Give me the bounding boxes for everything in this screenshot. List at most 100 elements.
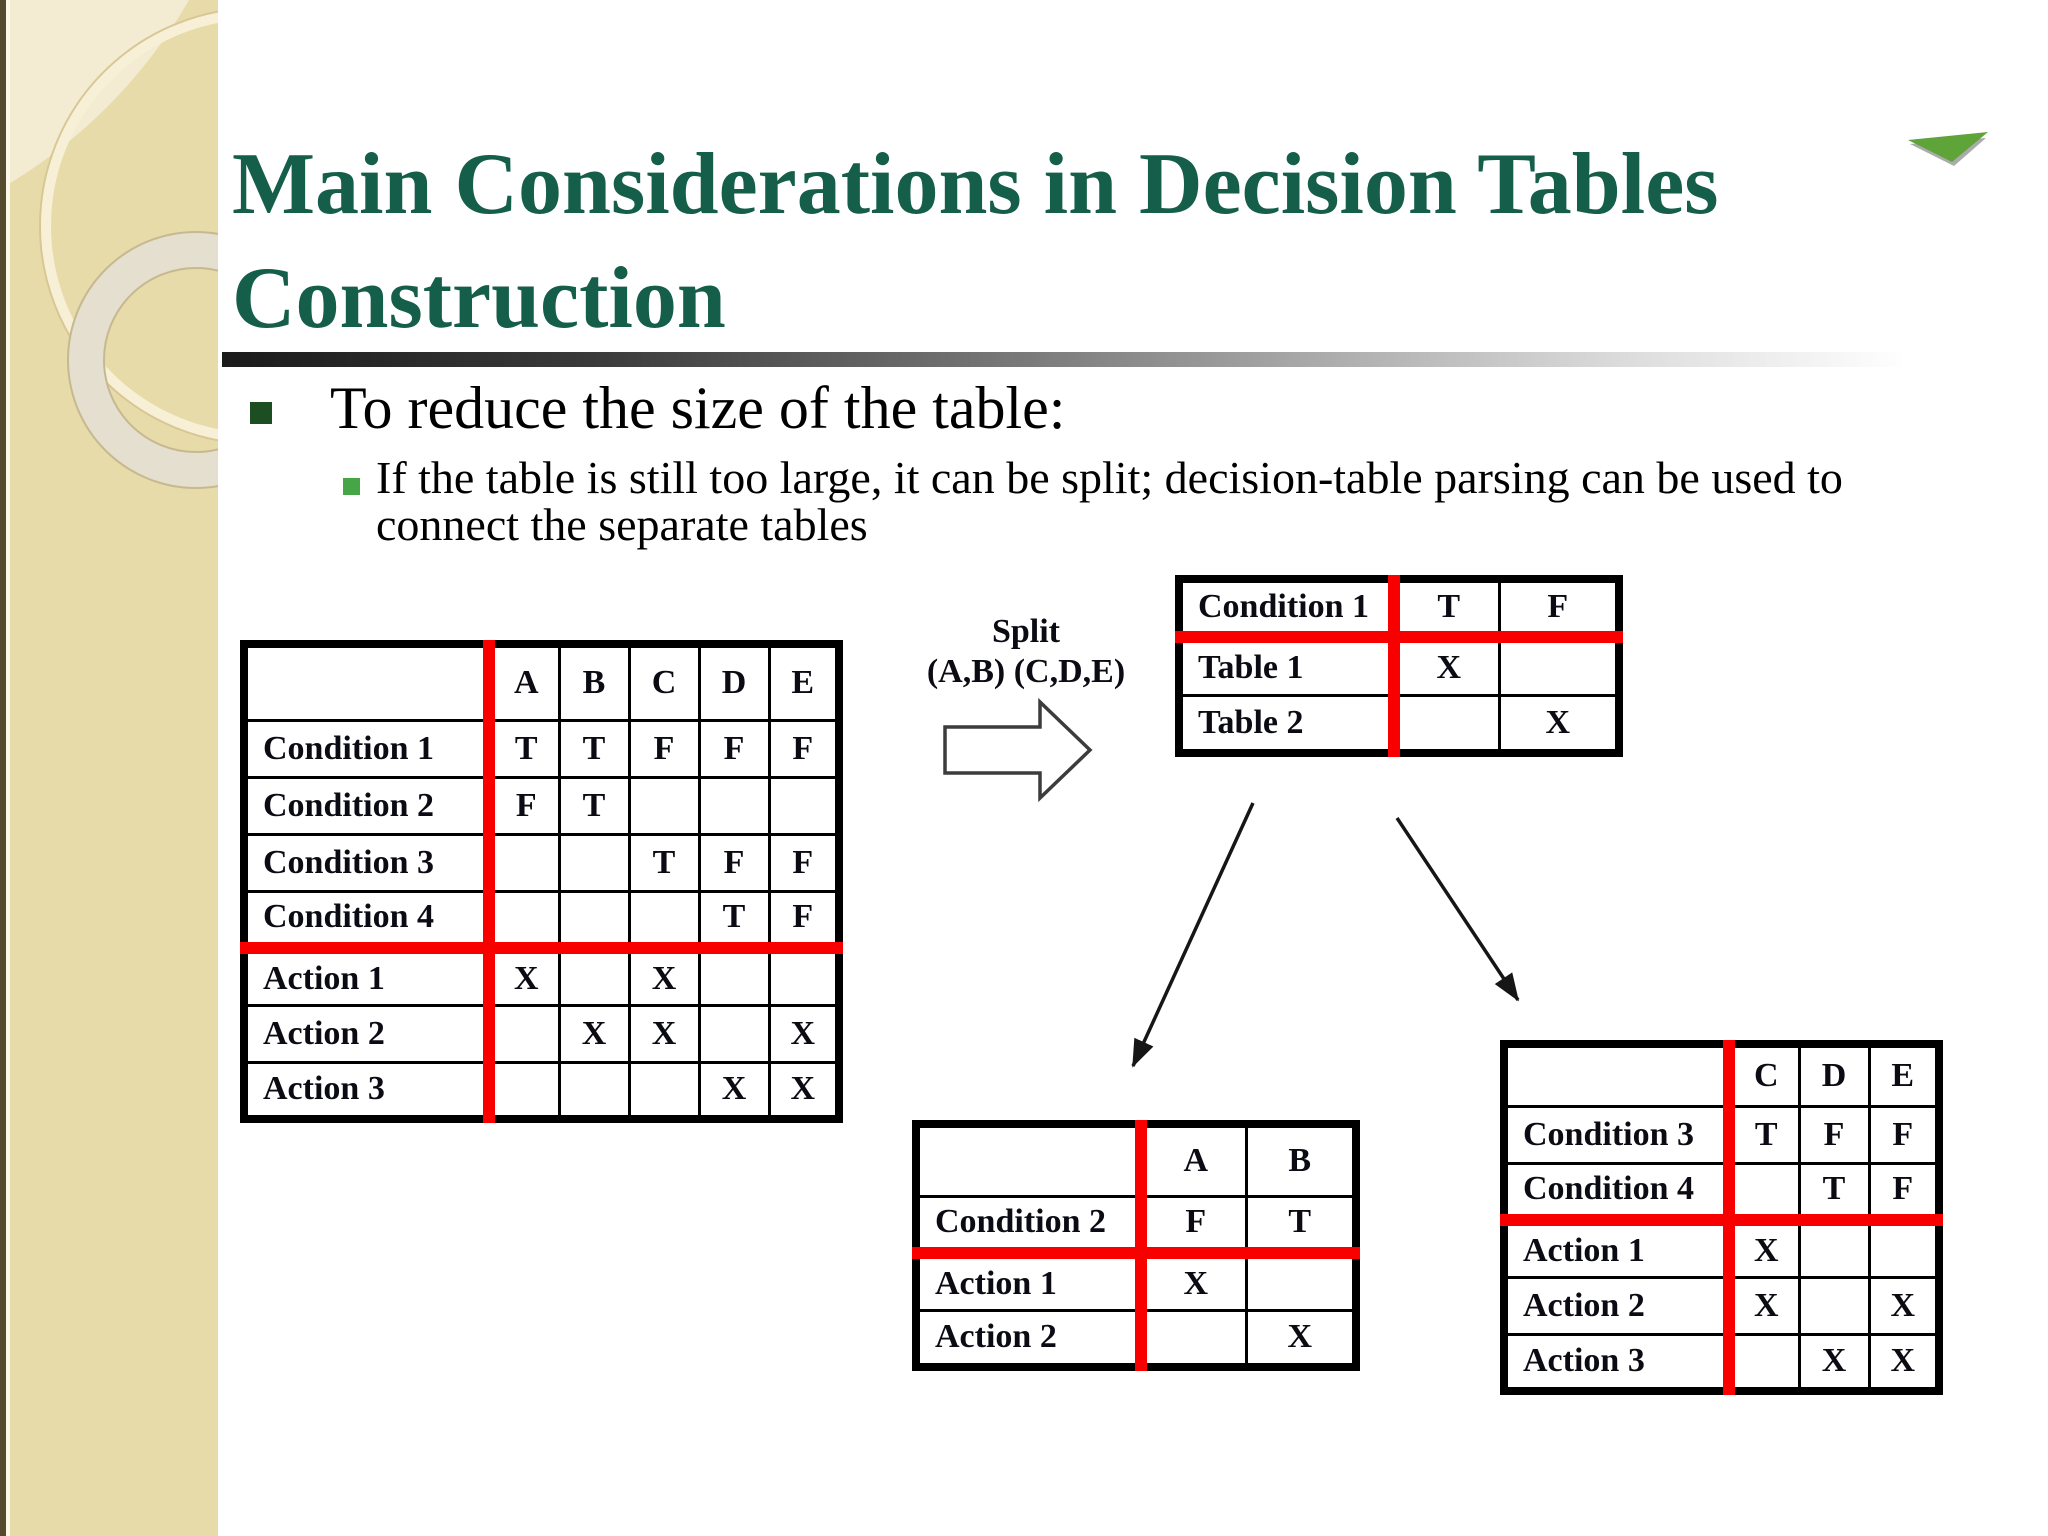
column-header: A (1139, 1122, 1248, 1198)
table-cell (1797, 1214, 1871, 1279)
table-cell: T (487, 718, 561, 779)
table-cell (697, 775, 771, 836)
table-cell: T (697, 889, 771, 950)
table-cell: F (1797, 1104, 1871, 1165)
row-label: Condition 1 (242, 718, 495, 779)
column-header: D (1797, 1042, 1871, 1108)
table-cell: X (1139, 1247, 1248, 1312)
table-cell: F (767, 832, 841, 893)
table-cell: F (767, 889, 841, 950)
row-label: Action 2 (1502, 1275, 1735, 1336)
column-header: E (1867, 1042, 1941, 1108)
table-cell (767, 775, 841, 836)
table-cell: F (1139, 1194, 1248, 1255)
split-label-line-2: (A,B) (C,D,E) (926, 653, 1126, 690)
row-label: Condition 4 (242, 889, 495, 950)
table-cell (627, 775, 701, 836)
table-cell: X (1727, 1275, 1801, 1336)
table-cell (627, 889, 701, 950)
table-cell (1867, 1214, 1941, 1279)
table-cell (487, 1003, 561, 1064)
table-cell: T (1797, 1161, 1871, 1222)
table-cell (1797, 1275, 1871, 1336)
table-cell: F (487, 775, 561, 836)
table-cell: X (487, 942, 561, 1007)
table-cell: T (1727, 1104, 1801, 1165)
table-cell (1497, 631, 1621, 697)
split-label-line-1: Split (991, 613, 1061, 650)
table-row: Action 2 X (914, 1308, 1358, 1369)
table-cell (767, 942, 841, 1007)
table-cell: T (627, 832, 701, 893)
row-label: Action 2 (242, 1003, 495, 1064)
table-cell: X (1867, 1275, 1941, 1336)
bullet-text: To reduce the size of the table: (330, 375, 1066, 441)
row-label: Condition 2 (242, 775, 495, 836)
table-cell (487, 832, 561, 893)
column-header: D (697, 642, 771, 722)
table-cell: F (1497, 577, 1621, 639)
sidebar-circles-art (0, 0, 477, 1536)
table-cell: X (1244, 1308, 1358, 1369)
sub-bullet-square-icon (343, 478, 360, 495)
sub-bullet-text: If the table is still too large, it can … (376, 452, 1843, 550)
table-cell: T (1392, 577, 1501, 639)
table-cell (1727, 1332, 1801, 1393)
row-label: Condition 1 (1177, 577, 1400, 639)
table-cell (697, 1003, 771, 1064)
table-corner-cell (242, 642, 495, 722)
table-corner-cell (914, 1122, 1147, 1198)
row-label: Action 3 (242, 1060, 495, 1121)
table-cell: X (627, 942, 701, 1007)
row-label: Condition 4 (1502, 1161, 1735, 1222)
table-cell: F (697, 832, 771, 893)
column-header: B (1244, 1122, 1358, 1198)
title-line-1: Main Considerations in Decision Tables (232, 136, 1719, 233)
table-cell: T (557, 718, 631, 779)
row-label: Action 1 (1502, 1214, 1735, 1279)
table-cell (697, 942, 771, 1007)
split-label: Split(A,B) (C,D,E) (876, 612, 1176, 692)
bullet-square-icon (250, 402, 272, 424)
table-cell: X (1867, 1332, 1941, 1393)
table-cell: F (1867, 1161, 1941, 1222)
table-cell (557, 942, 631, 1007)
table-cell (1244, 1247, 1358, 1312)
table-cell (487, 1060, 561, 1121)
table-cell: X (557, 1003, 631, 1064)
table-cell: F (697, 718, 771, 779)
row-label: Action 2 (914, 1308, 1147, 1369)
table-cell: X (1727, 1214, 1801, 1279)
column-header: B (557, 642, 631, 722)
table-cell: X (627, 1003, 701, 1064)
arrow-to-table1-icon (1131, 802, 1255, 1068)
column-header: A (487, 642, 561, 722)
row-label: Action 1 (242, 942, 495, 1007)
table-cell: X (767, 1060, 841, 1121)
column-header: C (1727, 1042, 1801, 1108)
